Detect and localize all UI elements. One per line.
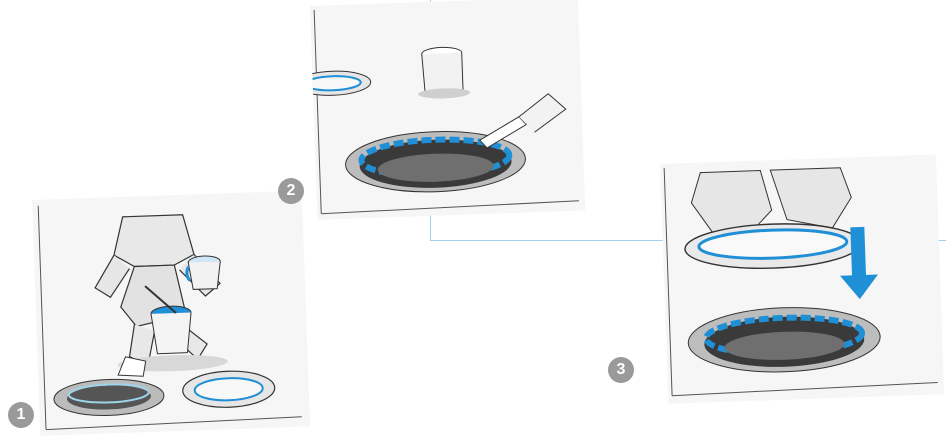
step-1-illustration: [32, 191, 310, 436]
step-3-illustration: [660, 154, 944, 403]
step-3-badge: 3: [608, 357, 634, 383]
step-3-drawing: [660, 154, 944, 403]
step-2-badge: 2: [278, 178, 304, 204]
step-2-drawing: [310, 0, 585, 220]
step-1-drawing: [32, 191, 310, 436]
connector-line-horizontal: [430, 240, 666, 241]
step-1-badge: 1: [8, 402, 34, 428]
step-2-illustration: [310, 0, 585, 220]
